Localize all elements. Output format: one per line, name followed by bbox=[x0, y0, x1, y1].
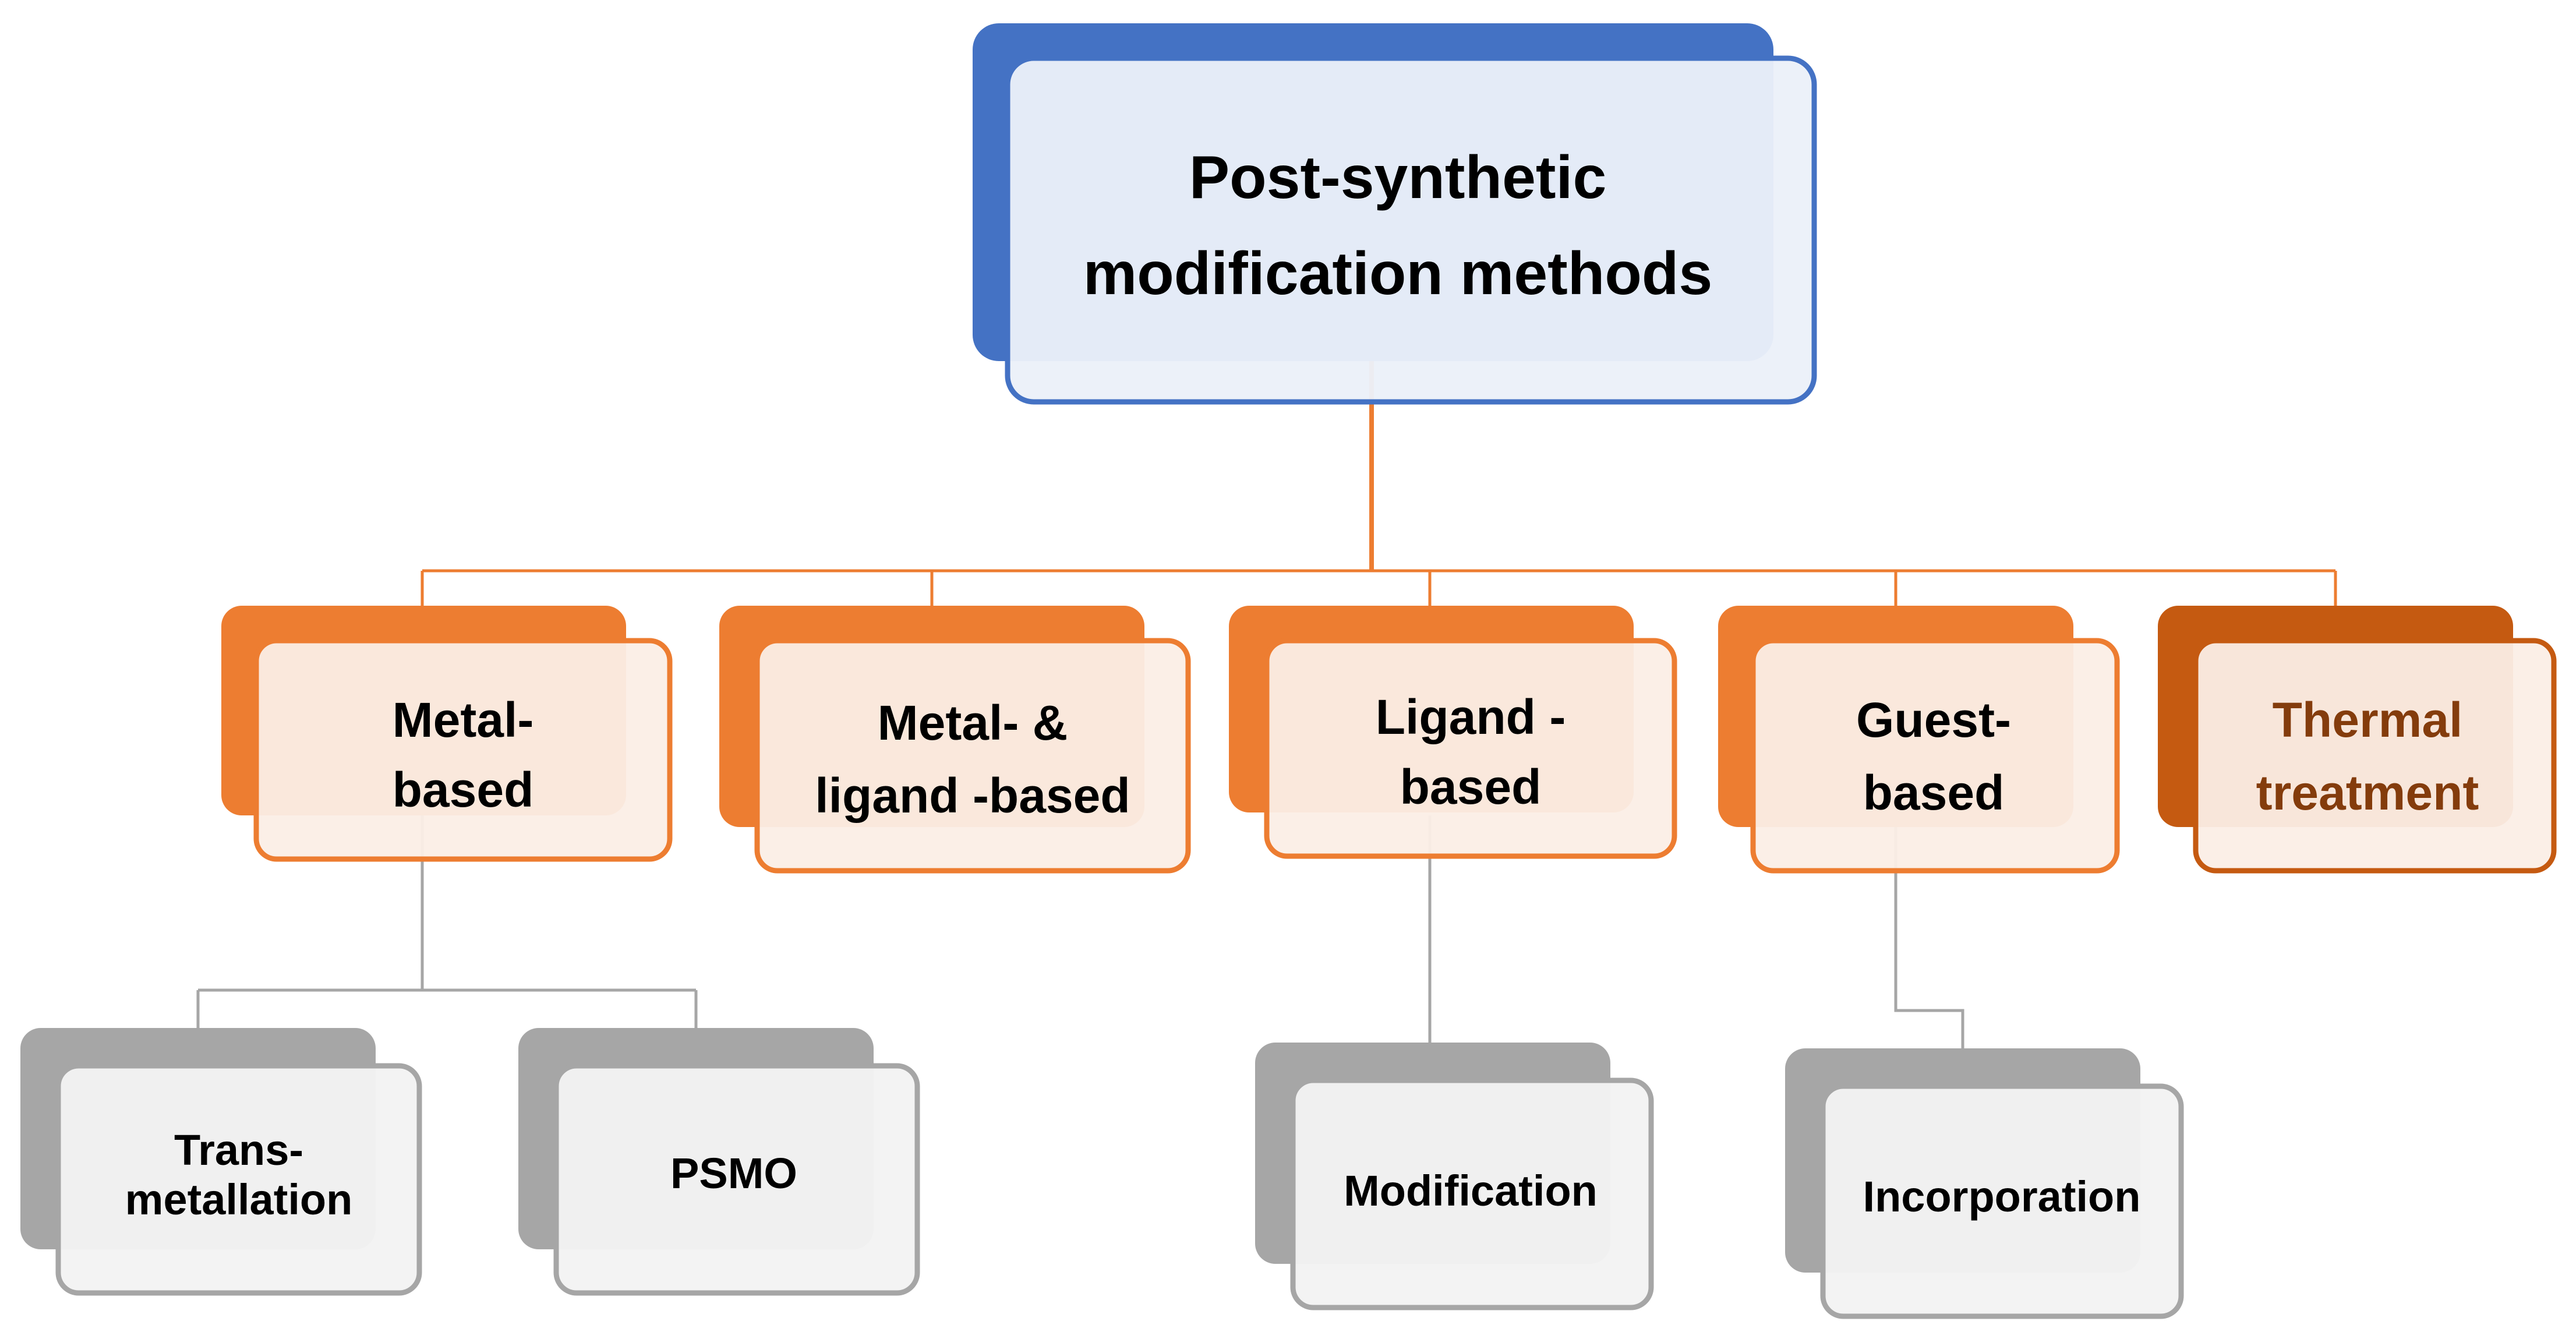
ligand-based-label-line1: Ligand - bbox=[1376, 690, 1566, 744]
node-ligand-based: Ligand - based bbox=[1229, 606, 1677, 859]
node-metal-ligand-based: Metal- & ligand -based bbox=[719, 606, 1191, 874]
thermal-treatment-front-card bbox=[2193, 638, 2557, 874]
thermal-treatment-label-line1: Thermal bbox=[2273, 693, 2463, 747]
transmetallation-front-card bbox=[55, 1063, 422, 1296]
modification-label: Modification bbox=[1344, 1167, 1598, 1215]
thermal-treatment-label-line2: treatment bbox=[2256, 765, 2479, 820]
node-guest-based: Guest- based bbox=[1718, 606, 2120, 874]
ligand-based-front-card bbox=[1264, 638, 1677, 859]
guest-based-front-card bbox=[1750, 638, 2120, 874]
psmo-label: PSMO bbox=[670, 1149, 797, 1197]
root-front-card bbox=[1005, 55, 1817, 405]
metal-based-front-card bbox=[253, 638, 673, 862]
modification-front-card bbox=[1290, 1077, 1654, 1310]
node-thermal-treatment: Thermal treatment bbox=[2158, 606, 2557, 874]
incorporation-front-card bbox=[1820, 1083, 2184, 1319]
node-transmetallation: Trans- metallation bbox=[20, 1028, 422, 1296]
transmetallation-label-line1: Trans- bbox=[174, 1126, 303, 1174]
psmo-front-card bbox=[553, 1063, 920, 1296]
metal-ligand-based-front-card bbox=[754, 638, 1191, 874]
node-metal-based: Metal- based bbox=[221, 606, 673, 862]
guest-based-label-line1: Guest- bbox=[1856, 693, 2011, 747]
root-title-line2: modification methods bbox=[1083, 240, 1712, 308]
node-root: Post-synthetic modification methods bbox=[973, 23, 1817, 405]
guest-based-label-line2: based bbox=[1863, 765, 2005, 820]
incorporation-label: Incorporation bbox=[1863, 1172, 2141, 1221]
metal-ligand-based-label-line1: Metal- & bbox=[878, 695, 1068, 750]
connector-guest-to-incorporation bbox=[1894, 815, 1964, 1048]
node-modification: Modification bbox=[1255, 1043, 1654, 1310]
metal-based-label-line2: based bbox=[393, 762, 534, 817]
metal-based-label-line1: Metal- bbox=[393, 693, 534, 747]
transmetallation-label-line2: metallation bbox=[125, 1175, 353, 1224]
ligand-based-label-line2: based bbox=[1400, 759, 1542, 814]
root-title-line1: Post-synthetic bbox=[1189, 144, 1607, 211]
node-psmo: PSMO bbox=[518, 1028, 920, 1296]
node-incorporation: Incorporation bbox=[1785, 1048, 2184, 1319]
metal-ligand-based-label-line2: ligand -based bbox=[815, 768, 1130, 823]
